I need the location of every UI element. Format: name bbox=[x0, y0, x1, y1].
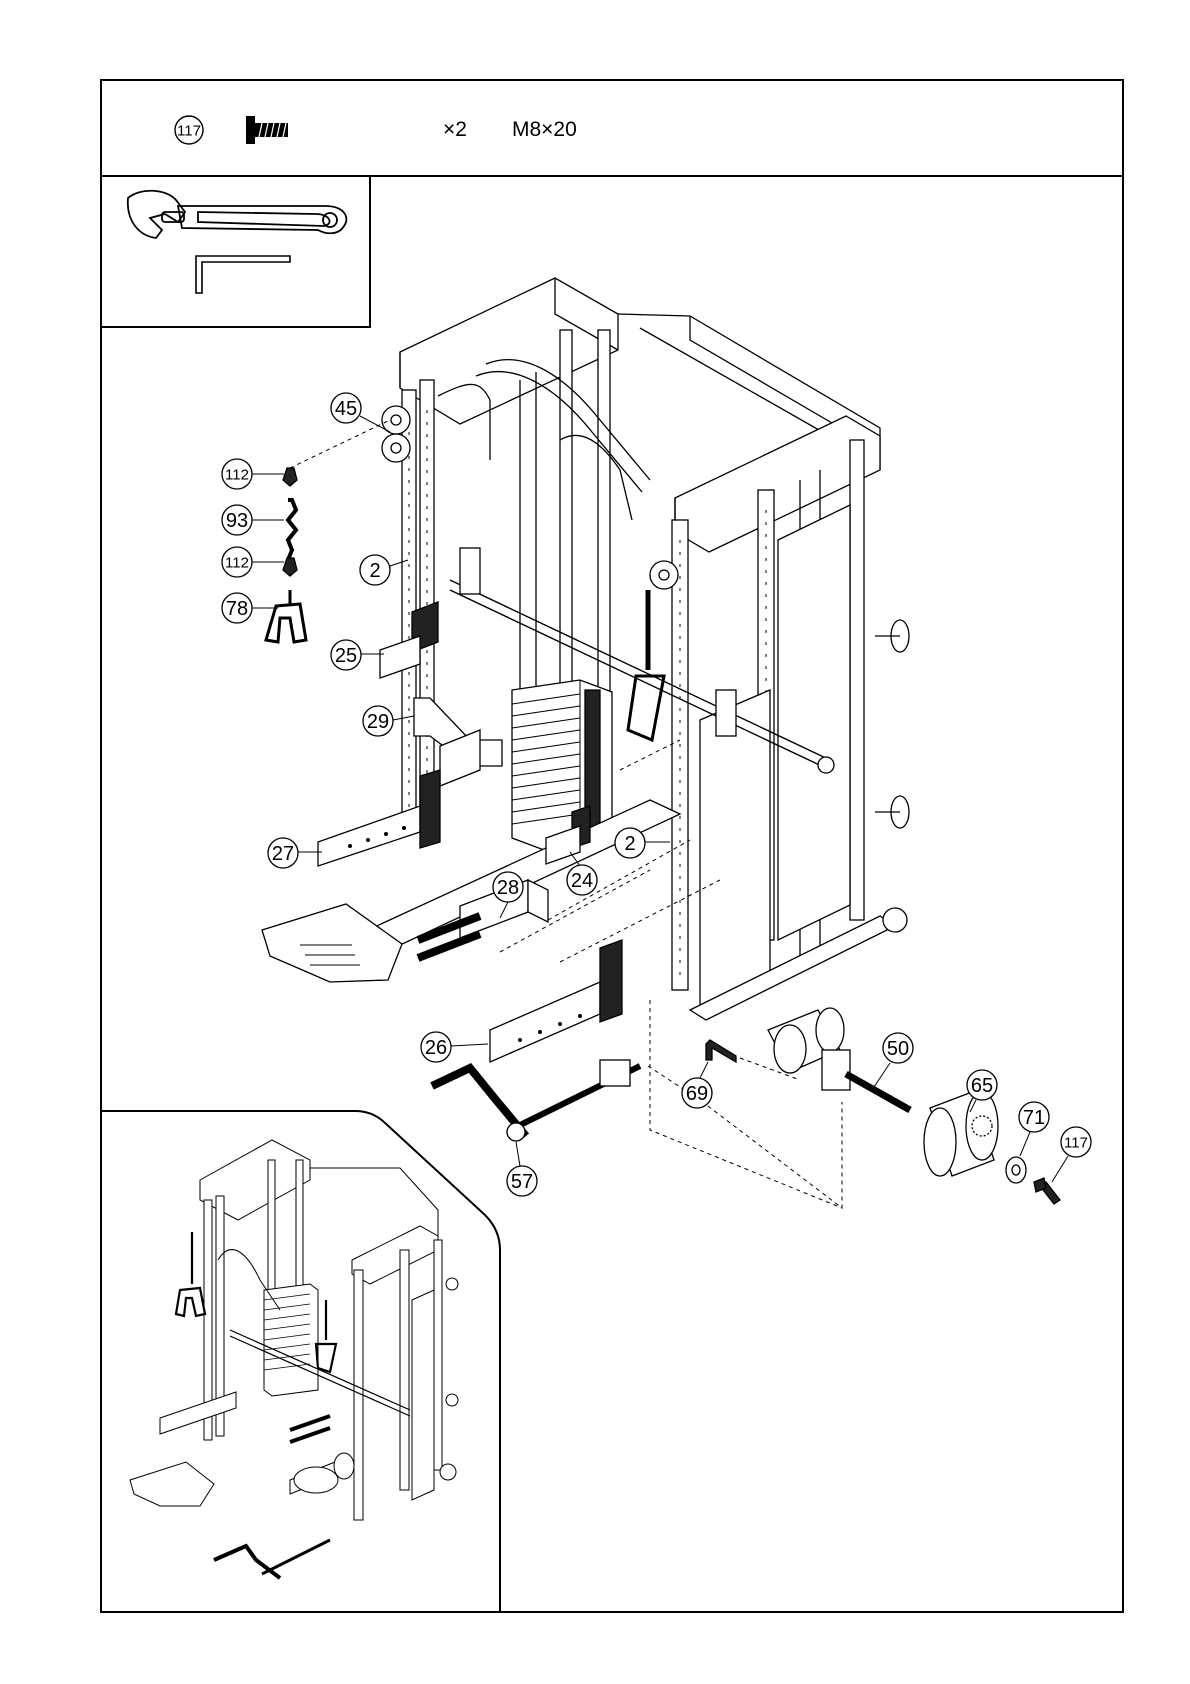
svg-text:50: 50 bbox=[887, 1038, 909, 1060]
callout-78: 78 bbox=[222, 593, 278, 623]
svg-text:65: 65 bbox=[971, 1075, 993, 1097]
hex-key-icon bbox=[196, 256, 290, 293]
svg-text:117: 117 bbox=[1064, 1135, 1088, 1152]
hardware-part-number: 117 bbox=[177, 123, 201, 140]
svg-text:69: 69 bbox=[686, 1083, 708, 1105]
callout-117: 117 bbox=[1052, 1127, 1091, 1182]
callout-25: 25 bbox=[331, 640, 384, 670]
svg-text:28: 28 bbox=[497, 877, 519, 899]
callout-45: 45 bbox=[331, 393, 390, 432]
svg-text:93: 93 bbox=[226, 510, 248, 532]
leg-roller-part-65-left bbox=[768, 1008, 850, 1090]
leg-roller-part-65-right bbox=[924, 1092, 998, 1176]
main-assembly-drawing bbox=[262, 278, 1060, 1208]
callouts: 45 112 93 112 78 2 2 bbox=[222, 393, 1091, 1196]
svg-text:26: 26 bbox=[425, 1037, 447, 1059]
svg-text:57: 57 bbox=[511, 1171, 533, 1193]
callout-57: 57 bbox=[507, 1142, 537, 1196]
hardware-size: M8×20 bbox=[512, 118, 577, 141]
assembled-preview-drawing bbox=[130, 1140, 458, 1578]
callout-26: 26 bbox=[421, 1032, 488, 1062]
callout-2-right: 2 bbox=[615, 828, 670, 858]
svg-text:29: 29 bbox=[367, 711, 389, 733]
callout-2-left: 2 bbox=[360, 555, 408, 585]
roller-shaft-part-50 bbox=[846, 1074, 910, 1110]
lever-handle-part-57 bbox=[432, 1060, 640, 1141]
svg-text:112: 112 bbox=[225, 555, 249, 572]
callout-112-bottom: 112 bbox=[222, 547, 284, 577]
svg-text:27: 27 bbox=[272, 843, 294, 865]
cable-accessories bbox=[266, 468, 306, 642]
callout-93: 93 bbox=[222, 505, 284, 535]
spotter-arm-part-27 bbox=[318, 770, 440, 866]
pin-part-69 bbox=[706, 1040, 736, 1062]
callout-50: 50 bbox=[872, 1033, 913, 1090]
callout-112-top: 112 bbox=[222, 459, 284, 489]
callout-71: 71 bbox=[1019, 1102, 1049, 1156]
countersunk-bolt-icon bbox=[246, 116, 288, 144]
cable-handle-icon bbox=[628, 561, 678, 740]
callout-69: 69 bbox=[682, 1062, 712, 1108]
hardware-quantity: ×2 bbox=[443, 118, 467, 141]
svg-text:2: 2 bbox=[369, 560, 380, 582]
spotter-arm-part-26 bbox=[490, 940, 622, 1062]
hardware-row: 117 ×2 M8×20 bbox=[175, 116, 577, 144]
callout-27: 27 bbox=[268, 838, 322, 868]
adjustable-wrench-icon bbox=[128, 191, 347, 238]
plate-holder-icon bbox=[875, 620, 909, 828]
svg-text:71: 71 bbox=[1023, 1107, 1045, 1129]
washer-part-71 bbox=[1006, 1157, 1026, 1183]
svg-text:25: 25 bbox=[335, 645, 357, 667]
svg-text:45: 45 bbox=[335, 398, 357, 420]
svg-text:112: 112 bbox=[225, 467, 249, 484]
svg-text:78: 78 bbox=[226, 598, 248, 620]
bolt-part-117 bbox=[1034, 1178, 1060, 1204]
svg-text:24: 24 bbox=[571, 870, 593, 892]
tools-box bbox=[101, 176, 370, 327]
svg-text:2: 2 bbox=[624, 833, 635, 855]
